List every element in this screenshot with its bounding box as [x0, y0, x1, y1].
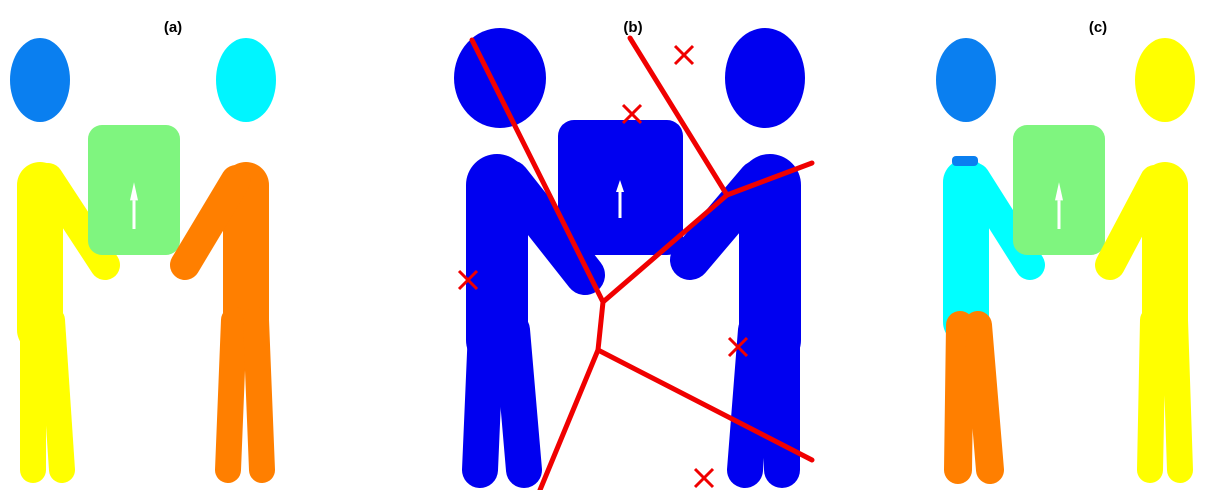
- cross-marker: [457, 269, 479, 291]
- skeleton-line-left-branch: [469, 37, 606, 490]
- panel-a-right-person-body: [170, 162, 275, 483]
- left-person-neck: [952, 156, 978, 166]
- panel-c-right-person: [1095, 38, 1195, 483]
- right-silhouette-arm: [670, 160, 778, 280]
- right-person-arm: [1095, 165, 1170, 280]
- panel-b-label: (b): [623, 19, 642, 36]
- panel-c-left-person-head: [936, 38, 996, 122]
- panel-c: (c): [936, 19, 1195, 484]
- right-person-left-leg: [215, 307, 247, 483]
- panel-b: (b): [454, 19, 815, 490]
- left-silhouette-left-leg: [462, 312, 504, 488]
- left-person-right-leg: [39, 307, 75, 483]
- box-notch: [130, 182, 138, 201]
- panel-b-silhouettes: [454, 28, 805, 488]
- box-silhouette-notch: [616, 180, 624, 192]
- left-silhouette-arm: [490, 160, 605, 295]
- panel-a-right-person-head: [216, 38, 276, 122]
- box-notch-stem: [132, 200, 136, 229]
- box-silhouette-notch-stem: [618, 192, 622, 218]
- cross-marker: [693, 467, 715, 489]
- box-notch: [1055, 182, 1063, 201]
- panel-c-left-person-legs: [944, 311, 1004, 484]
- skeleton-line-lower-right: [595, 347, 815, 463]
- panel-a-label: (a): [164, 19, 182, 36]
- cross-marker: [727, 336, 749, 358]
- panel-a-box: [88, 125, 180, 255]
- left-person-head: [936, 38, 996, 122]
- right-silhouette-head: [725, 28, 805, 128]
- panel-a-left-person-head: [10, 38, 70, 122]
- right-person-left-leg: [1137, 307, 1166, 483]
- panel-c-box: [1013, 125, 1105, 255]
- left-person-head: [10, 38, 70, 122]
- panel-a: (a): [10, 19, 276, 483]
- panel-b-cross-markers: [457, 44, 749, 489]
- right-person-head: [1135, 38, 1195, 122]
- left-person-left-leg: [944, 311, 974, 484]
- left-silhouette-head: [454, 28, 546, 128]
- box-notch-stem: [1057, 200, 1061, 229]
- right-person-arm: [170, 165, 251, 280]
- panel-c-label: (c): [1089, 19, 1107, 36]
- panel-b-skeleton-lines: [469, 35, 815, 490]
- skeleton-line-top-right: [627, 35, 730, 198]
- right-person-right-leg: [1162, 307, 1193, 483]
- right-person-head: [216, 38, 276, 122]
- right-person-right-leg: [243, 307, 275, 483]
- left-silhouette-right-leg: [494, 312, 542, 488]
- right-silhouette-left-leg: [727, 312, 774, 488]
- cross-marker: [621, 103, 643, 125]
- left-person-right-leg: [964, 311, 1004, 484]
- cross-marker: [673, 44, 695, 66]
